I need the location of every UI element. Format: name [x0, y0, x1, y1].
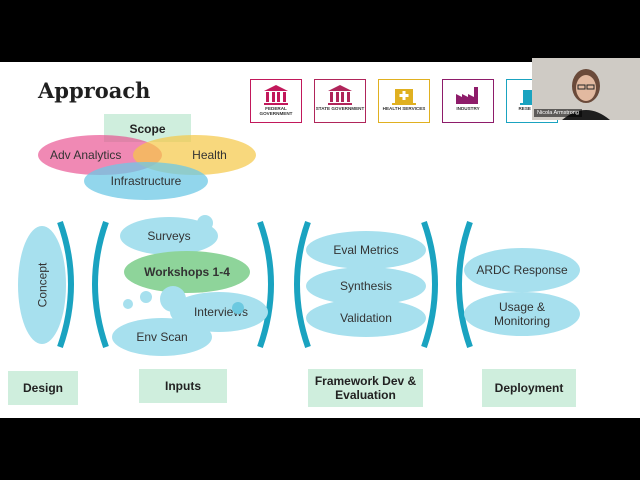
stage-label-inputs: Inputs — [139, 369, 227, 403]
decorative-bubble — [140, 291, 152, 303]
framework-validation: Validation — [306, 299, 426, 337]
flow-arcs — [57, 220, 473, 348]
sector-label: FEDERAL GOVERNMENT — [259, 106, 293, 116]
scope-circle-label: Health — [192, 148, 227, 162]
stage-label-design: Design — [8, 371, 78, 405]
factory-icon — [456, 87, 478, 104]
sector-industry: INDUSTRY — [442, 79, 494, 123]
input-workshops: Workshops 1-4 — [124, 251, 250, 293]
sector-label: HEALTH SERVICES — [382, 106, 426, 111]
decorative-bubble — [123, 299, 133, 309]
sector-health-services: HEALTH SERVICES — [378, 79, 430, 123]
slide: Approach FEDERAL GOVERNMENT STATE GOVERN… — [0, 62, 640, 418]
government-building-icon — [264, 85, 288, 105]
stage-label-framework: Framework Dev & Evaluation — [308, 369, 423, 407]
hospital-icon — [392, 89, 416, 105]
sector-label: INDUSTRY — [456, 106, 480, 111]
slide-title: Approach — [38, 78, 151, 103]
deployment-usage-monitoring: Usage & Monitoring — [464, 292, 580, 336]
stage-label-deployment: Deployment — [482, 369, 576, 407]
government-building-icon — [328, 85, 352, 105]
concept-label: Concept — [34, 262, 49, 308]
framework-synthesis: Synthesis — [306, 267, 426, 305]
decorative-bubble — [197, 215, 213, 231]
sector-state-government: STATE GOVERNMENT — [314, 79, 366, 123]
stage-design-concept: Concept — [18, 226, 66, 344]
decorative-bubble — [232, 302, 244, 314]
deployment-ardc-response: ARDC Response — [464, 248, 580, 292]
input-env-scan: Env Scan — [112, 318, 212, 356]
sector-federal-government: FEDERAL GOVERNMENT — [250, 79, 302, 123]
sector-label: STATE GOVERNMENT — [315, 106, 365, 111]
decorative-bubble — [160, 286, 186, 312]
participant-video[interactable]: Nicola Armstrong — [532, 58, 640, 120]
framework-eval-metrics: Eval Metrics — [306, 231, 426, 269]
participant-name: Nicola Armstrong — [534, 109, 582, 117]
scope-circle-infrastructure: Infrastructure — [84, 162, 208, 200]
